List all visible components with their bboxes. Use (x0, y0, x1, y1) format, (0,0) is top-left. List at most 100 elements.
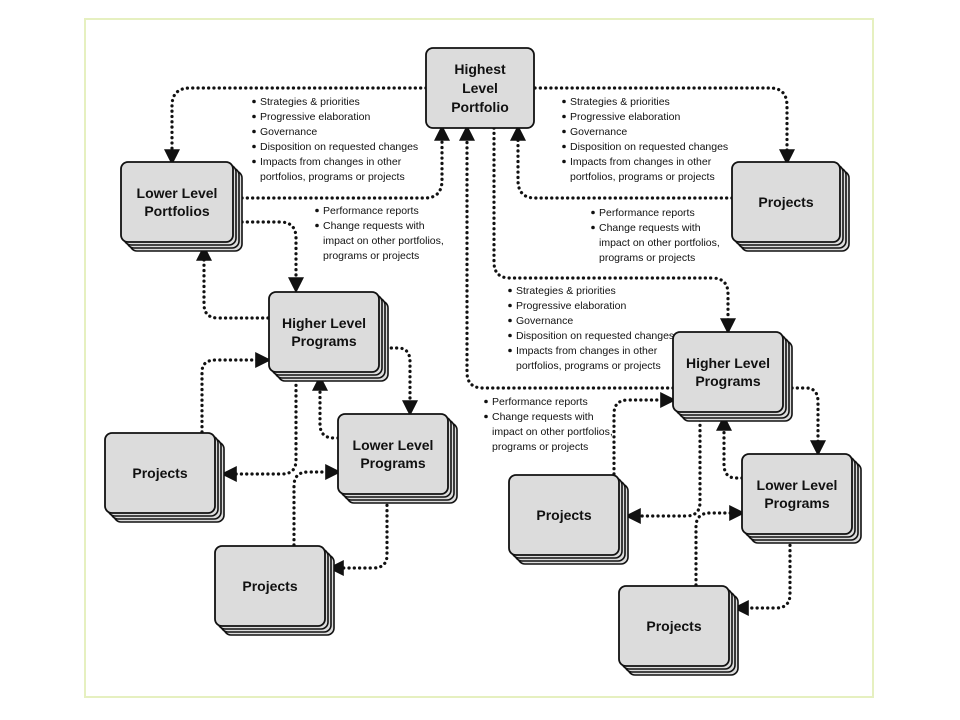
box-face (214, 545, 326, 627)
diagram-frame (84, 18, 874, 698)
annotation-line: portfolios, programs or projects (516, 360, 661, 372)
connector-lower-to-higher-programs-left (312, 374, 340, 440)
bullet-dot (508, 288, 512, 293)
annotation-line: programs or projects (323, 250, 419, 262)
annotation-line: Performance reports (492, 396, 588, 408)
annotation-line: Change requests with (599, 222, 701, 234)
annotation-line: programs or projects (599, 252, 695, 264)
bullet-dot (315, 223, 319, 228)
node-label-line: Lower Level (137, 185, 218, 201)
node-projects-right-2: Projects (618, 585, 739, 676)
bullet-dot (252, 99, 256, 104)
box-face (120, 161, 234, 243)
connector-highest-to-higher-programs-right (492, 126, 736, 335)
annotation-line: Impacts from changes in other (516, 345, 658, 357)
bullet-dot (252, 144, 256, 149)
node-label-line: Highest (454, 61, 506, 77)
connector-projects-top-to-highest (510, 124, 734, 200)
annotation-line: programs or projects (492, 441, 588, 453)
annotation-line: Strategies & priorities (260, 96, 360, 108)
bullet-dot (315, 208, 319, 213)
connector-higher-programs-right-to-highest (459, 124, 675, 390)
annotation-line: portfolios, programs or projects (260, 171, 405, 183)
connector-highest-to-lower-portfolios (164, 86, 428, 166)
connector-lower-portfolios-to-higher-programs-left (240, 220, 304, 294)
bullet-dot (562, 114, 566, 119)
node-projects-right-1: Projects (508, 474, 629, 565)
annotation-line: Disposition on requested changes (570, 141, 728, 153)
annotation-line: Progressive elaboration (260, 111, 370, 123)
node-label-line: Projects (646, 618, 701, 634)
bullet-dot (591, 210, 595, 215)
bullet-dot (591, 225, 595, 230)
node-projects-top-right: Projects (731, 161, 850, 252)
annotation-line: Impacts from changes in other (570, 156, 712, 168)
annotation-line: Disposition on requested changes (516, 330, 674, 342)
bullet-dot (252, 159, 256, 164)
node-label-line: Higher Level (282, 315, 366, 331)
bullet-dot (508, 348, 512, 353)
box-face (618, 585, 730, 667)
bullet-dot (484, 414, 488, 419)
node-label-line: Portfolios (144, 203, 210, 219)
annotation-line: Performance reports (599, 207, 695, 219)
box-face (337, 413, 449, 495)
annotation-line: Governance (260, 126, 317, 138)
bullet-dot (484, 399, 488, 404)
node-label-line: Projects (758, 194, 813, 210)
annotation-line: Strategies & priorities (570, 96, 670, 108)
connector-projects-left1-to-higher-programs (200, 352, 272, 434)
node-label-line: Programs (764, 495, 830, 511)
node-label-line: Lower Level (353, 437, 434, 453)
connector-projects-left2-to-lower-programs (292, 464, 342, 547)
annotation-line: Change requests with (492, 411, 594, 423)
connector-higher-to-lower-programs-right (790, 386, 826, 457)
node-label-line: Projects (536, 507, 591, 523)
annotation-line: Progressive elaboration (570, 111, 680, 123)
annotation-line: Governance (570, 126, 627, 138)
box-face (731, 161, 841, 243)
annotation-line: Performance reports (323, 205, 419, 217)
annotation-line: Impacts from changes in other (260, 156, 402, 168)
node-label-line: Portfolio (451, 99, 509, 115)
box-face (425, 47, 535, 129)
node-label-line: Level (462, 80, 498, 96)
bullet-dot (562, 99, 566, 104)
annotation-line: Progressive elaboration (516, 300, 626, 312)
annotation-line: Governance (516, 315, 573, 327)
connector-highest-to-projects-top (533, 86, 795, 166)
connector-higher-programs-left-to-lower-portfolios (196, 244, 270, 320)
node-label-line: Projects (132, 465, 187, 481)
connector-lower-portfolios-to-highest (240, 124, 450, 200)
connector-lower-to-higher-programs-right (716, 414, 744, 480)
bullet-dot (508, 303, 512, 308)
bullet-dot (252, 114, 256, 119)
connector-projects-right1-to-higher-programs (612, 392, 677, 476)
node-projects-left-2: Projects (214, 545, 335, 636)
annotation-line: Change requests with (323, 220, 425, 232)
box-face (672, 331, 784, 413)
node-projects-left-1: Projects (104, 432, 225, 523)
annotation-line: impact on other portfolios, (492, 426, 613, 438)
annotation-line: Disposition on requested changes (260, 141, 418, 153)
connector-lower-programs-to-projects-right2 (732, 538, 792, 616)
node-label-line: Lower Level (757, 477, 838, 493)
connector-higher-programs-to-projects-left1 (220, 378, 298, 482)
node-label-line: Programs (695, 373, 761, 389)
annotation-line: impact on other portfolios, (599, 237, 720, 249)
node-label-line: Projects (242, 578, 297, 594)
node-label-line: Programs (360, 455, 426, 471)
connector-higher-programs-to-projects-right1 (624, 418, 702, 524)
